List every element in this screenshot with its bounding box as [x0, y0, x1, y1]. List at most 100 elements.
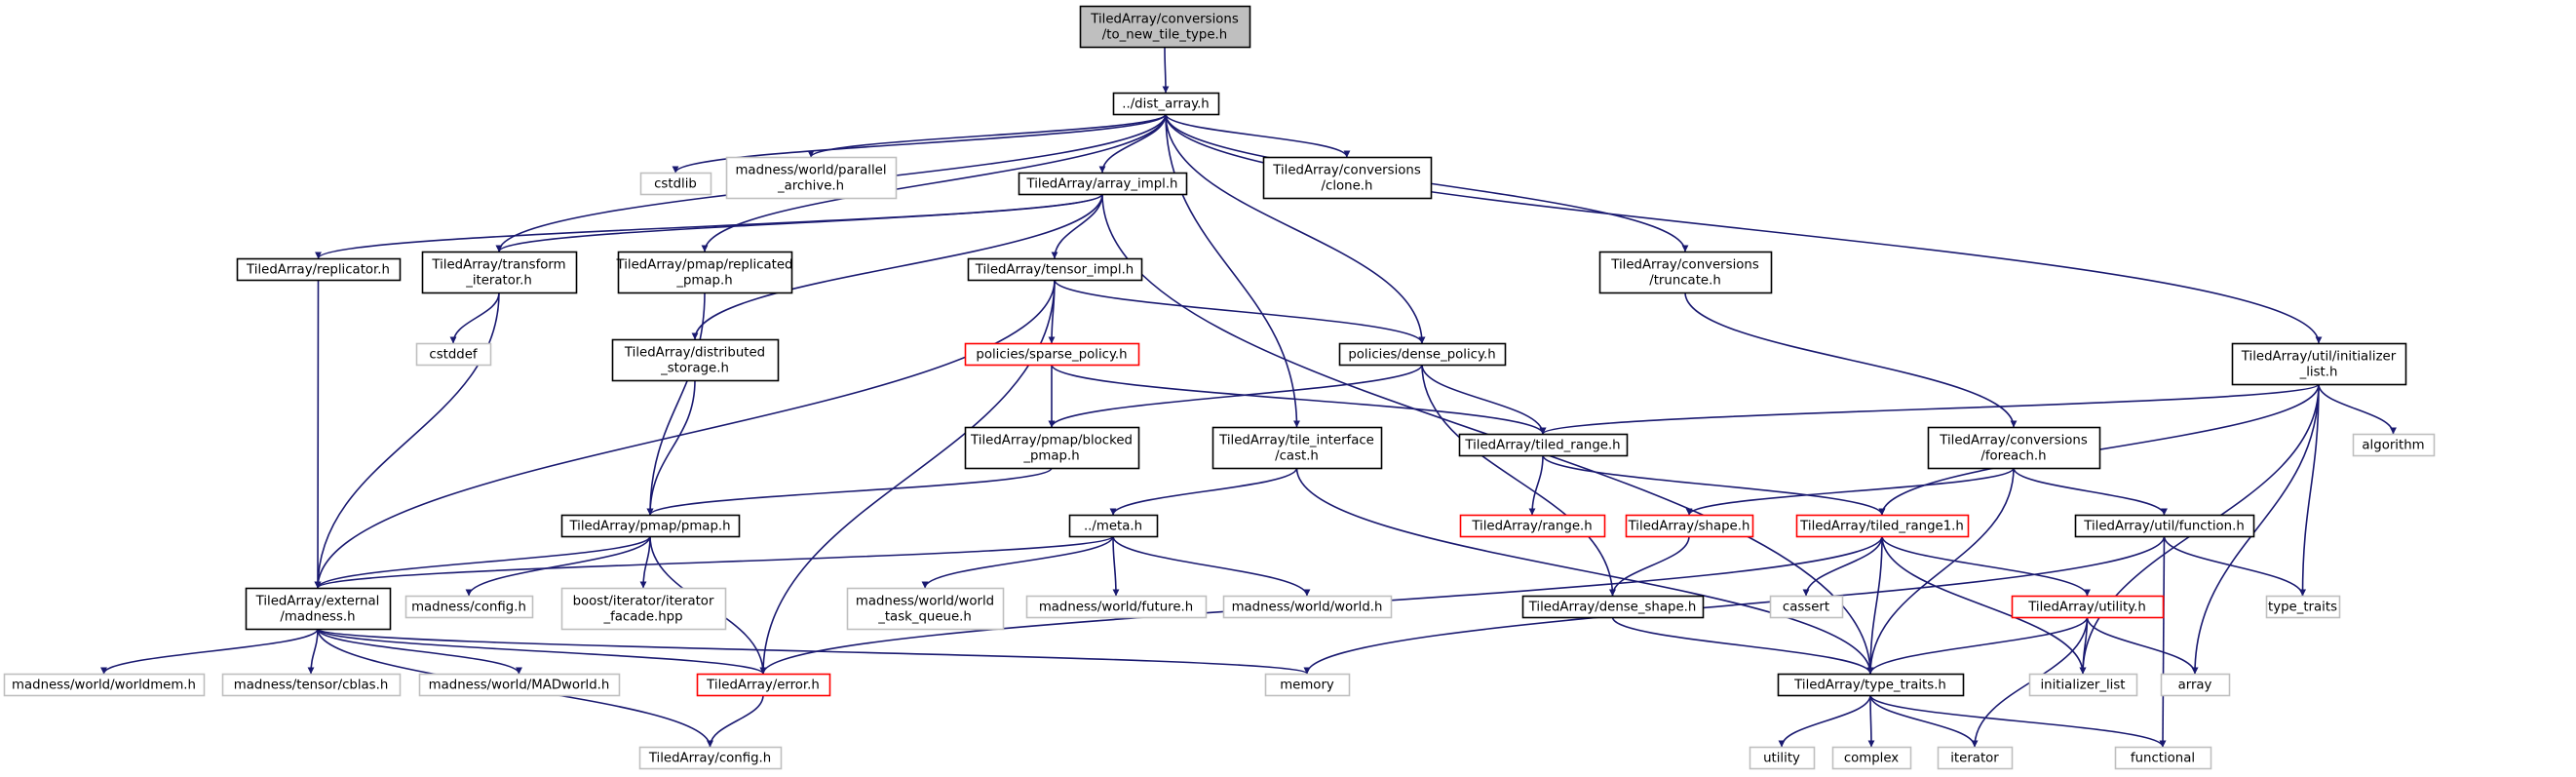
node-label-meta-0: ../meta.h [1084, 520, 1142, 534]
node-label-cstddef-0: cstddef [429, 348, 478, 363]
node-distributed_storage[interactable]: TiledArray/distributed_storage.h [611, 338, 780, 382]
node-box-cstdlib [639, 172, 712, 196]
node-replicated_pmap[interactable]: TiledArray/pmap/replicated_pmap.h [616, 251, 793, 294]
node-initializer_list: initializer_list [2028, 673, 2138, 697]
node-parallel_archive: madness/world/parallel_archive.h [725, 156, 898, 200]
node-box-foreach [1927, 426, 2101, 470]
node-array: array [2160, 673, 2231, 697]
node-pmap[interactable]: TiledArray/pmap/pmap.h [560, 514, 741, 538]
node-box-type_traits_h [1777, 673, 1965, 697]
node-label-cblas-0: madness/tensor/cblas.h [234, 679, 389, 693]
node-box-utility_h [2011, 595, 2165, 619]
node-label-iterator_facade-0: boost/iterator/iterator [573, 595, 714, 609]
nodes-layer: TiledArray/conversions/to_new_tile_type.… [3, 5, 2436, 770]
node-cast[interactable]: TiledArray/tile_interface/cast.h [1211, 426, 1383, 470]
node-label-distributed_storage-1: _storage.h [660, 362, 729, 376]
node-type_traits_h[interactable]: TiledArray/type_traits.h [1777, 673, 1965, 697]
edge-tiled_range1-to-type_traits_h [1866, 535, 1883, 675]
edge-truncate-to-foreach [1684, 291, 2018, 428]
node-box-memory [1264, 673, 1351, 697]
edge-dist_array-to-clone [1165, 113, 1351, 158]
node-label-tiled_range1-0: TiledArray/tiled_range1.h [1799, 520, 1964, 534]
edge-tensor_impl-to-madness_h [314, 279, 1056, 589]
node-box-cstddef [415, 342, 492, 367]
node-box-algorithm [2352, 433, 2436, 457]
edge-dist_array-to-replicated_pmap [701, 113, 1167, 253]
node-utility_h[interactable]: TiledArray/utility.h [2011, 595, 2165, 619]
node-box-tensor_impl [967, 257, 1143, 282]
node-dense_shape[interactable]: TiledArray/dense_shape.h [1521, 595, 1705, 619]
node-label-future-0: madness/world/future.h [1039, 601, 1193, 615]
node-label-tiled_range-0: TiledArray/tiled_range.h [1464, 439, 1620, 453]
node-box-config_madness [404, 595, 534, 619]
node-transform_iterator[interactable]: TiledArray/transform_iterator.h [421, 251, 578, 294]
node-box-array_impl [1018, 172, 1188, 196]
edge-initializer_list_h-to-tiled_range [1539, 383, 2320, 435]
node-box-type_traits_std [2265, 595, 2341, 619]
node-replicator[interactable]: TiledArray/replicator.h [236, 257, 402, 282]
node-function[interactable]: TiledArray/util/function.h [2074, 514, 2255, 538]
node-box-future [1025, 595, 1208, 619]
node-complex: complex [1831, 746, 1912, 770]
edge-foreach-to-shape [1685, 467, 2015, 516]
edge-tensor_impl-to-dense_policy [1054, 279, 1426, 344]
edge-pmap-to-madness_h [314, 535, 651, 589]
node-array_impl[interactable]: TiledArray/array_impl.h [1018, 172, 1188, 196]
edge-array_impl-to-distributed_storage [691, 193, 1103, 340]
node-label-worldmem-0: madness/world/worldmem.h [12, 679, 196, 693]
node-meta[interactable]: ../meta.h [1068, 514, 1159, 538]
node-box-sparse_policy [964, 342, 1140, 367]
edge-dense_shape-to-type_traits_h [1611, 616, 1874, 675]
node-box-dense_shape [1521, 595, 1705, 619]
node-label-madworld-0: madness/world/MADworld.h [429, 679, 610, 693]
node-tensor_impl[interactable]: TiledArray/tensor_impl.h [967, 257, 1143, 282]
edge-type_traits_h-to-utility [1778, 694, 1871, 748]
edge-initializer_list_h-to-array [2191, 383, 2320, 675]
node-utility: utility [1749, 746, 1816, 770]
edge-function-to-type_traits_std [2163, 535, 2306, 597]
node-dense_policy[interactable]: policies/dense_policy.h [1338, 342, 1507, 367]
node-box-distributed_storage [611, 338, 780, 382]
node-clone[interactable]: TiledArray/conversions/clone.h [1262, 156, 1433, 200]
node-foreach[interactable]: TiledArray/conversions/foreach.h [1927, 426, 2101, 470]
edge-array_impl-to-tensor_impl [1051, 193, 1103, 259]
node-dist_array[interactable]: ../dist_array.h [1112, 92, 1220, 116]
node-label-dense_policy-0: policies/dense_policy.h [1348, 348, 1495, 363]
node-iterator: iterator [1937, 746, 2014, 770]
node-box-truncate [1598, 251, 1773, 294]
node-blocked_pmap[interactable]: TiledArray/pmap/blocked_pmap.h [964, 426, 1140, 470]
node-label-foreach-0: TiledArray/conversions [1939, 434, 2088, 448]
node-range[interactable]: TiledArray/range.h [1459, 514, 1606, 538]
node-label-error-0: TiledArray/error.h [706, 679, 820, 693]
node-root[interactable]: TiledArray/conversions/to_new_tile_type.… [1079, 5, 1251, 49]
node-box-range [1459, 514, 1606, 538]
edge-error-to-config_ta [707, 694, 764, 748]
edge-replicated_pmap-to-pmap [646, 291, 706, 516]
node-label-replicated_pmap-0: TiledArray/pmap/replicated [616, 258, 793, 273]
node-shape[interactable]: TiledArray/shape.h [1625, 514, 1754, 538]
edge-madness_h-to-madworld [317, 628, 522, 675]
node-sparse_policy[interactable]: policies/sparse_policy.h [964, 342, 1140, 367]
node-box-worldmem [3, 673, 206, 697]
node-madness_h[interactable]: TiledArray/external/madness.h [245, 587, 392, 631]
node-label-distributed_storage-0: TiledArray/distributed [624, 346, 765, 361]
node-tiled_range1[interactable]: TiledArray/tiled_range1.h [1795, 514, 1970, 538]
edge-function-to-memory [1303, 535, 2166, 675]
edge-madness_h-to-error [317, 628, 767, 675]
node-box-error [696, 673, 831, 697]
edge-pmap-to-config_madness [465, 535, 651, 597]
edge-dist_array-to-initializer_list_h [1165, 113, 2323, 344]
node-truncate[interactable]: TiledArray/conversions/truncate.h [1598, 251, 1773, 294]
node-box-tiled_range1 [1795, 514, 1970, 538]
node-label-clone-1: /clone.h [1322, 179, 1373, 194]
node-label-world_task_queue-0: madness/world/world [856, 595, 994, 609]
node-label-config_madness-0: madness/config.h [411, 601, 526, 615]
node-cstdlib: cstdlib [639, 172, 712, 196]
node-error[interactable]: TiledArray/error.h [696, 673, 831, 697]
node-initializer_list_h[interactable]: TiledArray/util/initializer_list.h [2231, 342, 2407, 386]
node-label-world_task_queue-1: _task_queue.h [877, 610, 972, 625]
node-box-functional [2114, 746, 2212, 770]
node-box-cassert [1769, 595, 1844, 619]
node-tiled_range[interactable]: TiledArray/tiled_range.h [1458, 433, 1629, 457]
